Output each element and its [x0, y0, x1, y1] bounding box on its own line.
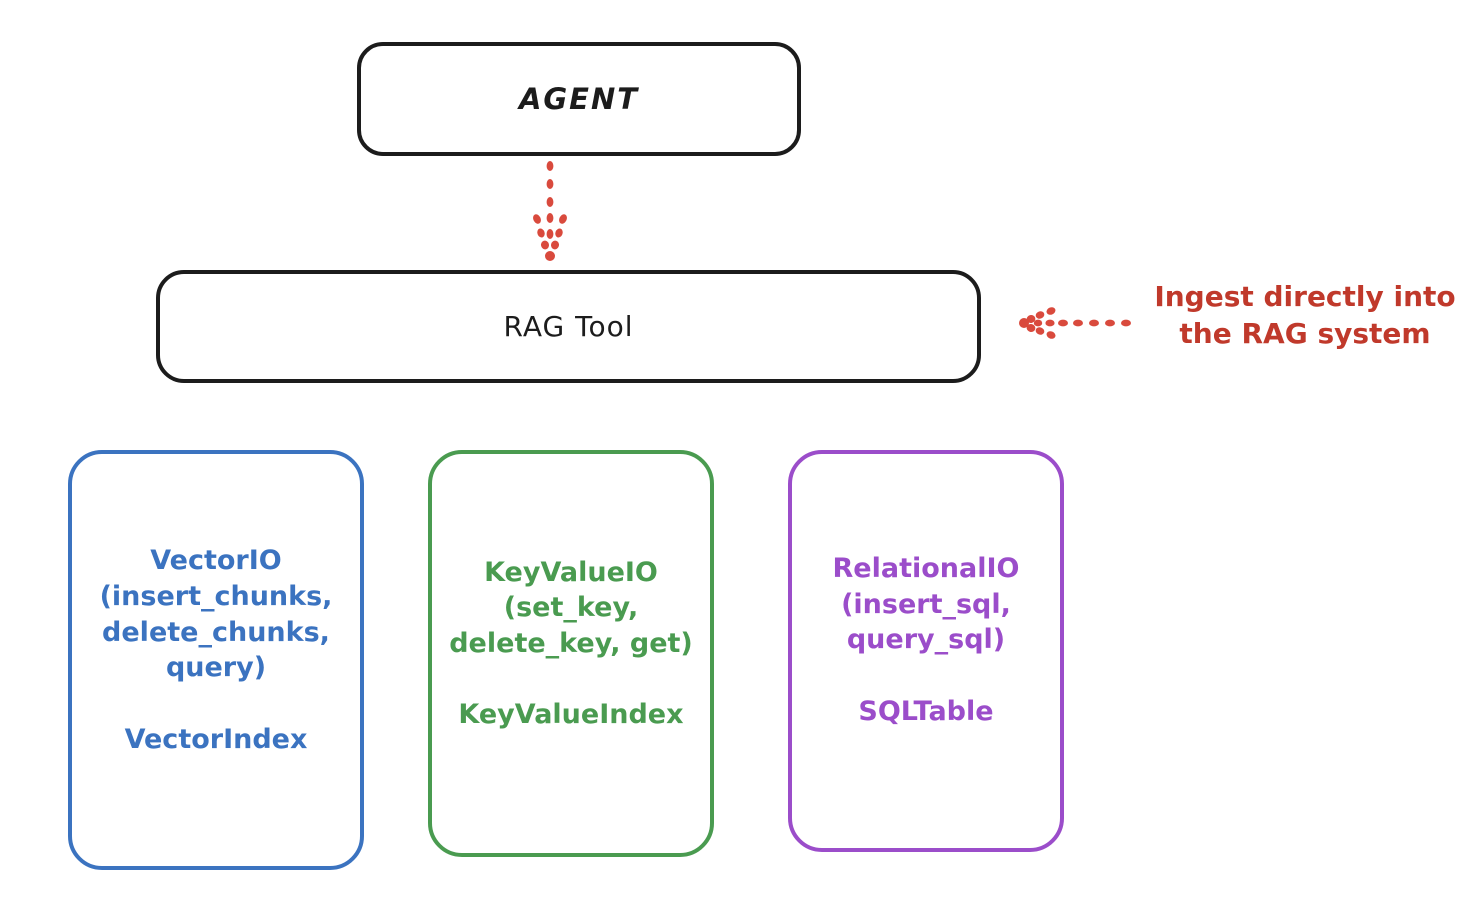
node-relational-io-title: RelationalIO (insert_sql, query_sql) — [832, 553, 1020, 656]
edge-agent-to-rag-tool-arrow — [533, 161, 567, 261]
node-agent[interactable]: AGENT — [357, 42, 801, 156]
node-relational-io-body: RelationalIO (insert_sql, query_sql) SQL… — [833, 551, 1020, 727]
node-rag-tool-label: RAG Tool — [503, 309, 634, 343]
edge-ingest-to-rag-tool-arrow — [1019, 307, 1131, 339]
node-key-value-io-body: KeyValueIO (set_key, delete_key, get) Ke… — [449, 555, 693, 731]
node-relational-io-index: SQLTable — [858, 695, 994, 727]
node-agent-label: AGENT — [518, 81, 640, 116]
annotation-ingest-text: Ingest directly into the RAG system — [1154, 280, 1456, 351]
node-key-value-io[interactable]: KeyValueIO (set_key, delete_key, get) Ke… — [428, 450, 714, 857]
node-key-value-io-title: KeyValueIO (set_key, delete_key, get) — [449, 556, 693, 659]
node-relational-io[interactable]: RelationalIO (insert_sql, query_sql) SQL… — [788, 450, 1064, 852]
node-key-value-io-index: KeyValueIndex — [458, 699, 684, 731]
node-rag-tool[interactable]: RAG Tool — [156, 270, 981, 383]
node-vector-io-index: VectorIndex — [124, 723, 308, 755]
node-vector-io-title: VectorIO (insert_chunks, delete_chunks, … — [99, 545, 333, 684]
node-vector-io-body: VectorIO (insert_chunks, delete_chunks, … — [100, 543, 333, 755]
node-vector-io[interactable]: VectorIO (insert_chunks, delete_chunks, … — [68, 450, 364, 870]
